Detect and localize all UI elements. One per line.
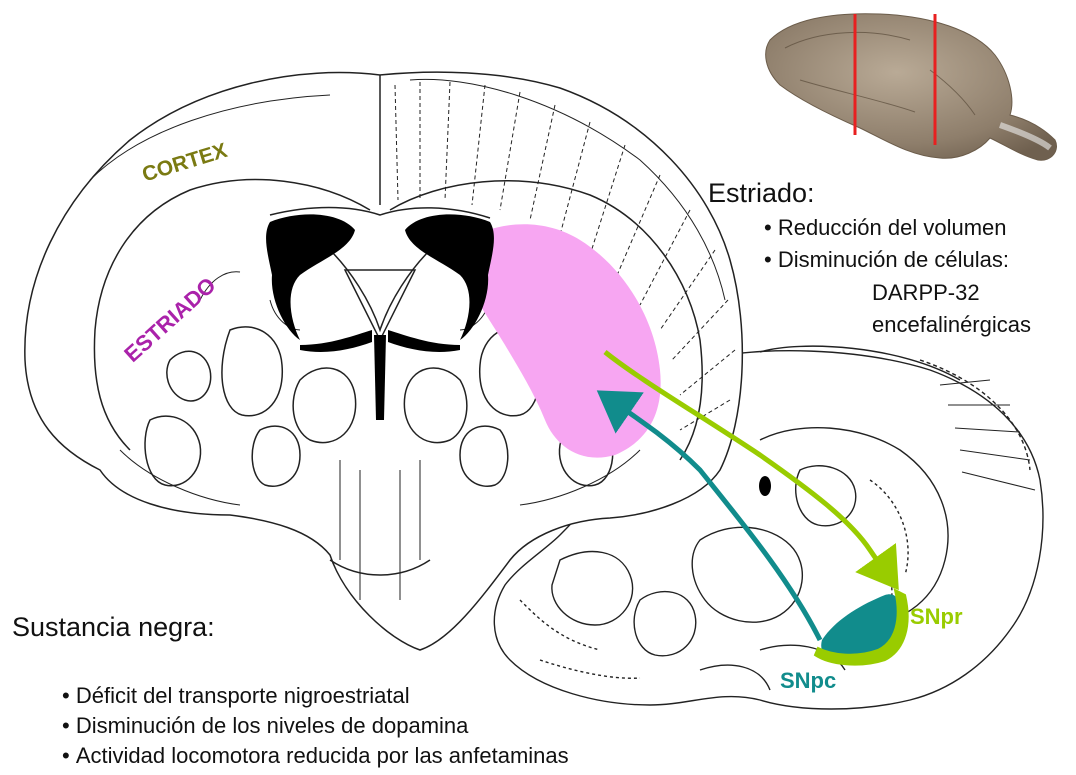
sustancia-bullet-3: Actividad locomotora reducida por las an… xyxy=(62,741,569,770)
sustancia-bullet-2: Disminución de los niveles de dopamina xyxy=(62,711,468,740)
estriado-bullet-2: Disminución de células: xyxy=(764,245,1009,274)
sustancia-heading: Sustancia negra: xyxy=(12,612,215,643)
estriado-subline-1: DARPP-32 xyxy=(872,278,980,307)
snpc-label: SNpc xyxy=(780,668,836,694)
snpr-label: SNpr xyxy=(910,604,963,630)
estriado-bullet-1: Reducción del volumen xyxy=(764,213,1007,242)
brain-photo xyxy=(766,14,1057,161)
sustancia-bullet-1: Déficit del transporte nigroestriatal xyxy=(62,681,410,710)
estriado-heading: Estriado: xyxy=(708,178,815,209)
estriado-subline-2: encefalinérgicas xyxy=(872,310,1031,339)
